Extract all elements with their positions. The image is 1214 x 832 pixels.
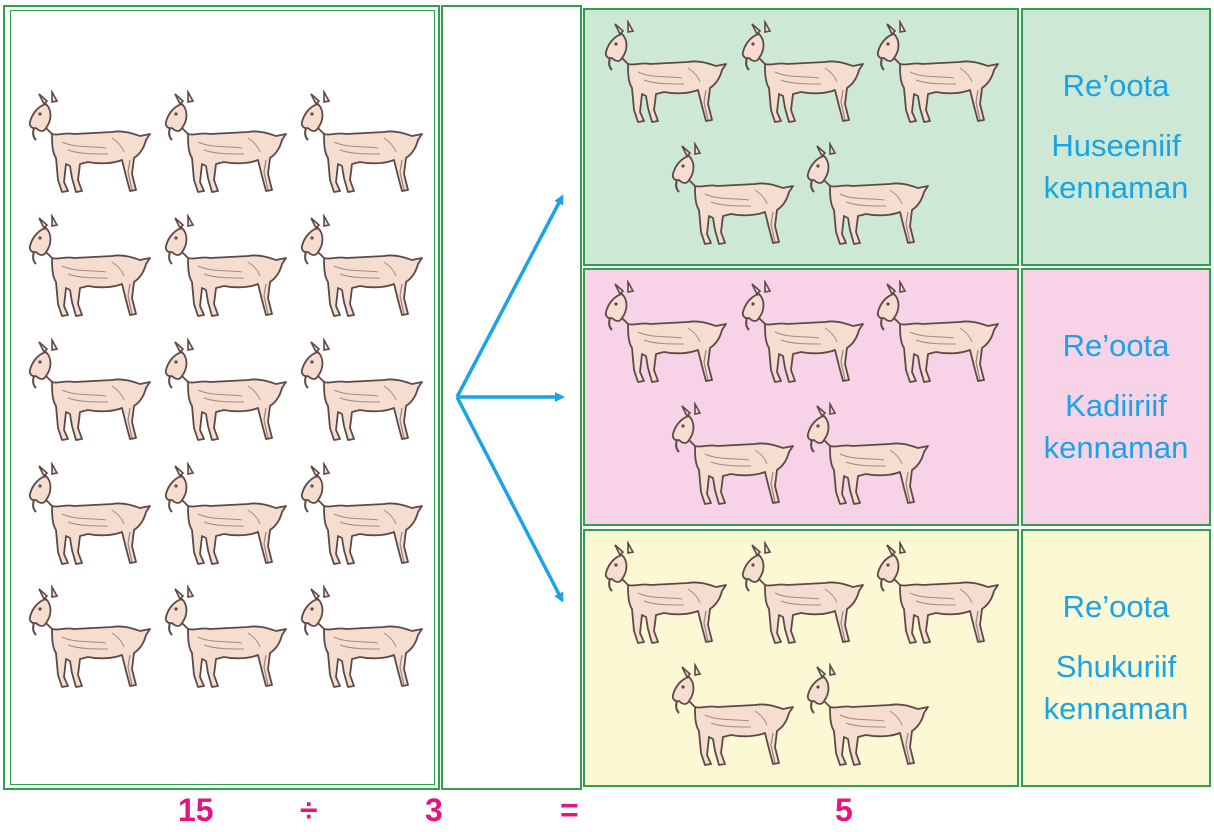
goat-icon [665,142,797,250]
goat-icon [735,280,867,388]
goat-icon [158,585,290,693]
group-label-huseen: Re’oota Huseeniif kennaman [1021,8,1211,266]
goat-icon [294,585,426,693]
goat-icon [870,541,1002,649]
goat-icon [598,280,730,388]
goat-icon [158,462,290,570]
goat-icon [294,462,426,570]
goat-icon [870,280,1002,388]
goat-icon [294,214,426,322]
arrow-to-group-3 [457,397,562,600]
goat-icon [665,663,797,771]
group-label-shukur: Re’oota Shukuriif kennaman [1021,529,1211,787]
equation-operator: ÷ [300,792,318,829]
goat-icon [598,20,730,128]
goat-icon [800,663,932,771]
label-line2: Shukuriif [1056,646,1177,688]
goat-icon [294,90,426,198]
arrow-to-group-1 [457,197,562,397]
equation-divisor: 3 [425,792,443,829]
goat-icon [665,402,797,510]
equation-equals: = [560,792,579,829]
label-line3: kennaman [1044,688,1189,730]
label-line1: Re’oota [1063,586,1170,628]
equation-dividend: 15 [178,792,214,829]
goat-icon [22,585,154,693]
goat-icon [158,338,290,446]
goat-icon [735,20,867,128]
label-line3: kennaman [1044,167,1189,209]
goat-icon [158,214,290,322]
group-label-kadiir: Re’oota Kadiiriif kennaman [1021,268,1211,526]
goat-icon [735,541,867,649]
goat-icon [800,142,932,250]
goat-icon [800,402,932,510]
goat-icon [870,20,1002,128]
label-line1: Re’oota [1063,65,1170,107]
goat-icon [158,90,290,198]
division-arrows [441,5,582,790]
goat-icon [22,214,154,322]
goat-icon [22,338,154,446]
label-line2: Huseeniif [1051,125,1180,167]
label-line3: kennaman [1044,427,1189,469]
goat-icon [294,338,426,446]
goat-icon [598,541,730,649]
label-line2: Kadiiriif [1065,385,1167,427]
goat-icon [22,90,154,198]
equation-quotient: 5 [835,792,853,829]
label-line1: Re’oota [1063,325,1170,367]
goat-icon [22,462,154,570]
